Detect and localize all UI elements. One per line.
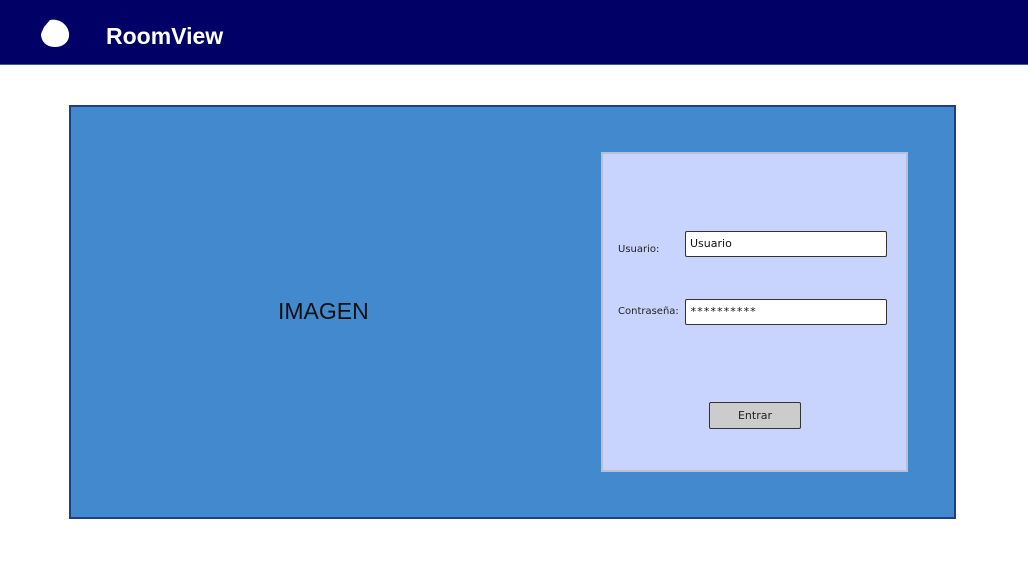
login-button[interactable]: Entrar	[709, 402, 801, 429]
password-input[interactable]: **********	[685, 299, 887, 325]
username-input[interactable]: Usuario	[685, 231, 887, 257]
app-title: RoomView	[106, 23, 224, 49]
username-label: Usuario:	[618, 244, 660, 255]
app-header: RoomView	[0, 0, 1028, 65]
password-label: Contraseña:	[618, 306, 679, 317]
circle-logo-icon	[41, 19, 70, 47]
image-placeholder: IMAGEN	[278, 298, 369, 324]
